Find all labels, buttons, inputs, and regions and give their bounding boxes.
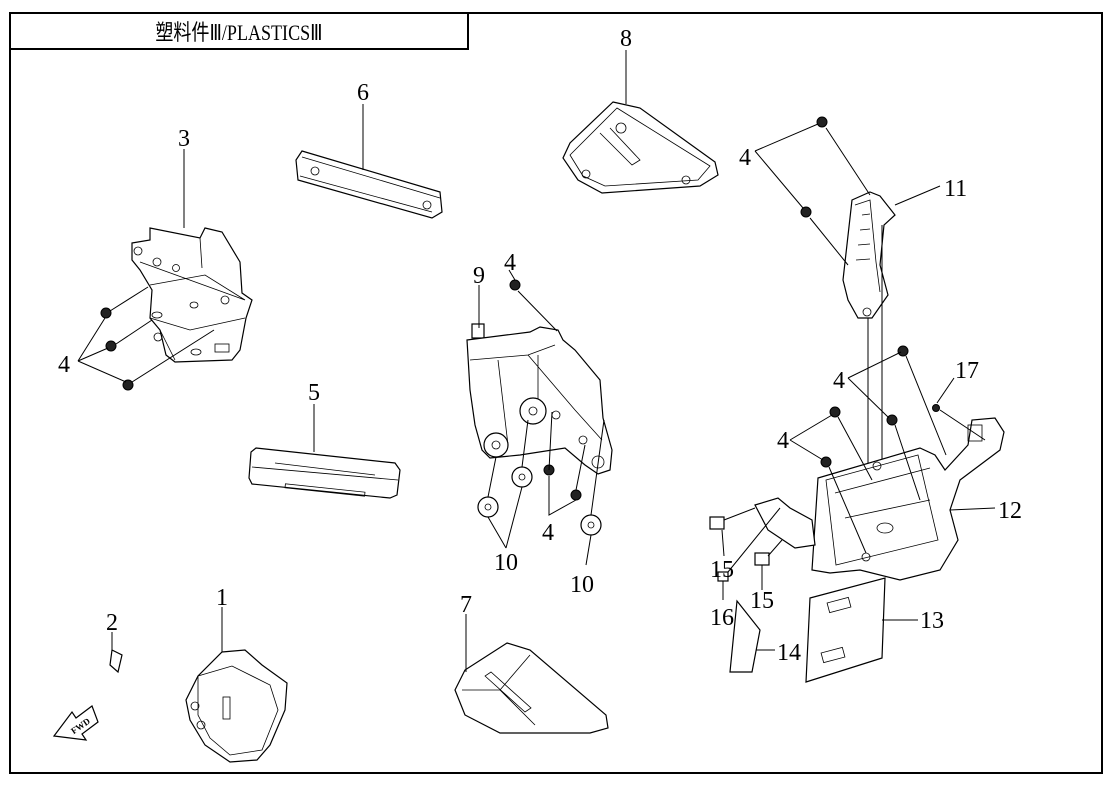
part-9-clip[interactable]	[471, 323, 485, 339]
sheet-title: 塑料件Ⅲ/PLASTICSⅢ	[155, 20, 323, 45]
part-11-bracket[interactable]	[842, 191, 896, 319]
callout-8: 8	[620, 26, 632, 52]
callout-4-right-mid: 4	[833, 368, 845, 394]
callout-12: 12	[998, 498, 1022, 524]
part-4-screw[interactable]	[800, 116, 828, 218]
callout-4-right-low: 4	[777, 428, 789, 454]
callout-17: 17	[955, 358, 979, 384]
callout-5: 5	[308, 380, 320, 406]
part-2-label[interactable]	[109, 649, 123, 674]
callout-15-left: 15	[710, 557, 734, 583]
callout-10-right: 10	[570, 572, 594, 598]
part-12-tray[interactable]	[754, 417, 1005, 581]
callout-11: 11	[944, 176, 967, 202]
part-5-trim[interactable]	[248, 447, 401, 499]
callout-2: 2	[106, 610, 118, 636]
drawing-frame	[9, 12, 1103, 774]
callout-14: 14	[777, 640, 801, 666]
part-7-cover[interactable]	[454, 642, 609, 734]
part-14-pad[interactable]	[729, 599, 761, 673]
part-13-lid[interactable]	[805, 577, 886, 683]
title-block: 塑料件Ⅲ/PLASTICSⅢ	[9, 12, 469, 50]
callout-7: 7	[460, 592, 472, 618]
part-8-cover[interactable]	[562, 101, 719, 194]
part-4-screw[interactable]	[100, 307, 134, 391]
callout-10-left: 10	[494, 550, 518, 576]
callout-4-centre-bottom: 4	[542, 520, 554, 546]
callout-3: 3	[178, 126, 190, 152]
callout-1: 1	[216, 585, 228, 611]
callout-16: 16	[710, 605, 734, 631]
part-1-cover[interactable]	[185, 649, 288, 763]
part-4-screw[interactable]	[820, 345, 909, 468]
callout-6: 6	[357, 80, 369, 106]
callout-4-right-top: 4	[739, 145, 751, 171]
callout-4-centre-top: 4	[504, 250, 516, 276]
fwd-arrow-icon: FWD	[52, 705, 99, 741]
part-15-nut[interactable]	[709, 516, 770, 566]
part-3-bracket[interactable]	[131, 227, 253, 363]
part-17-screw[interactable]	[932, 404, 940, 412]
centre-bracket[interactable]	[466, 326, 613, 475]
part-6-trim[interactable]	[295, 150, 443, 219]
callout-13: 13	[920, 608, 944, 634]
callout-9: 9	[473, 263, 485, 289]
callout-15-right: 15	[750, 588, 774, 614]
callout-4-left: 4	[58, 352, 70, 378]
part-10-grommet[interactable]	[477, 466, 602, 536]
